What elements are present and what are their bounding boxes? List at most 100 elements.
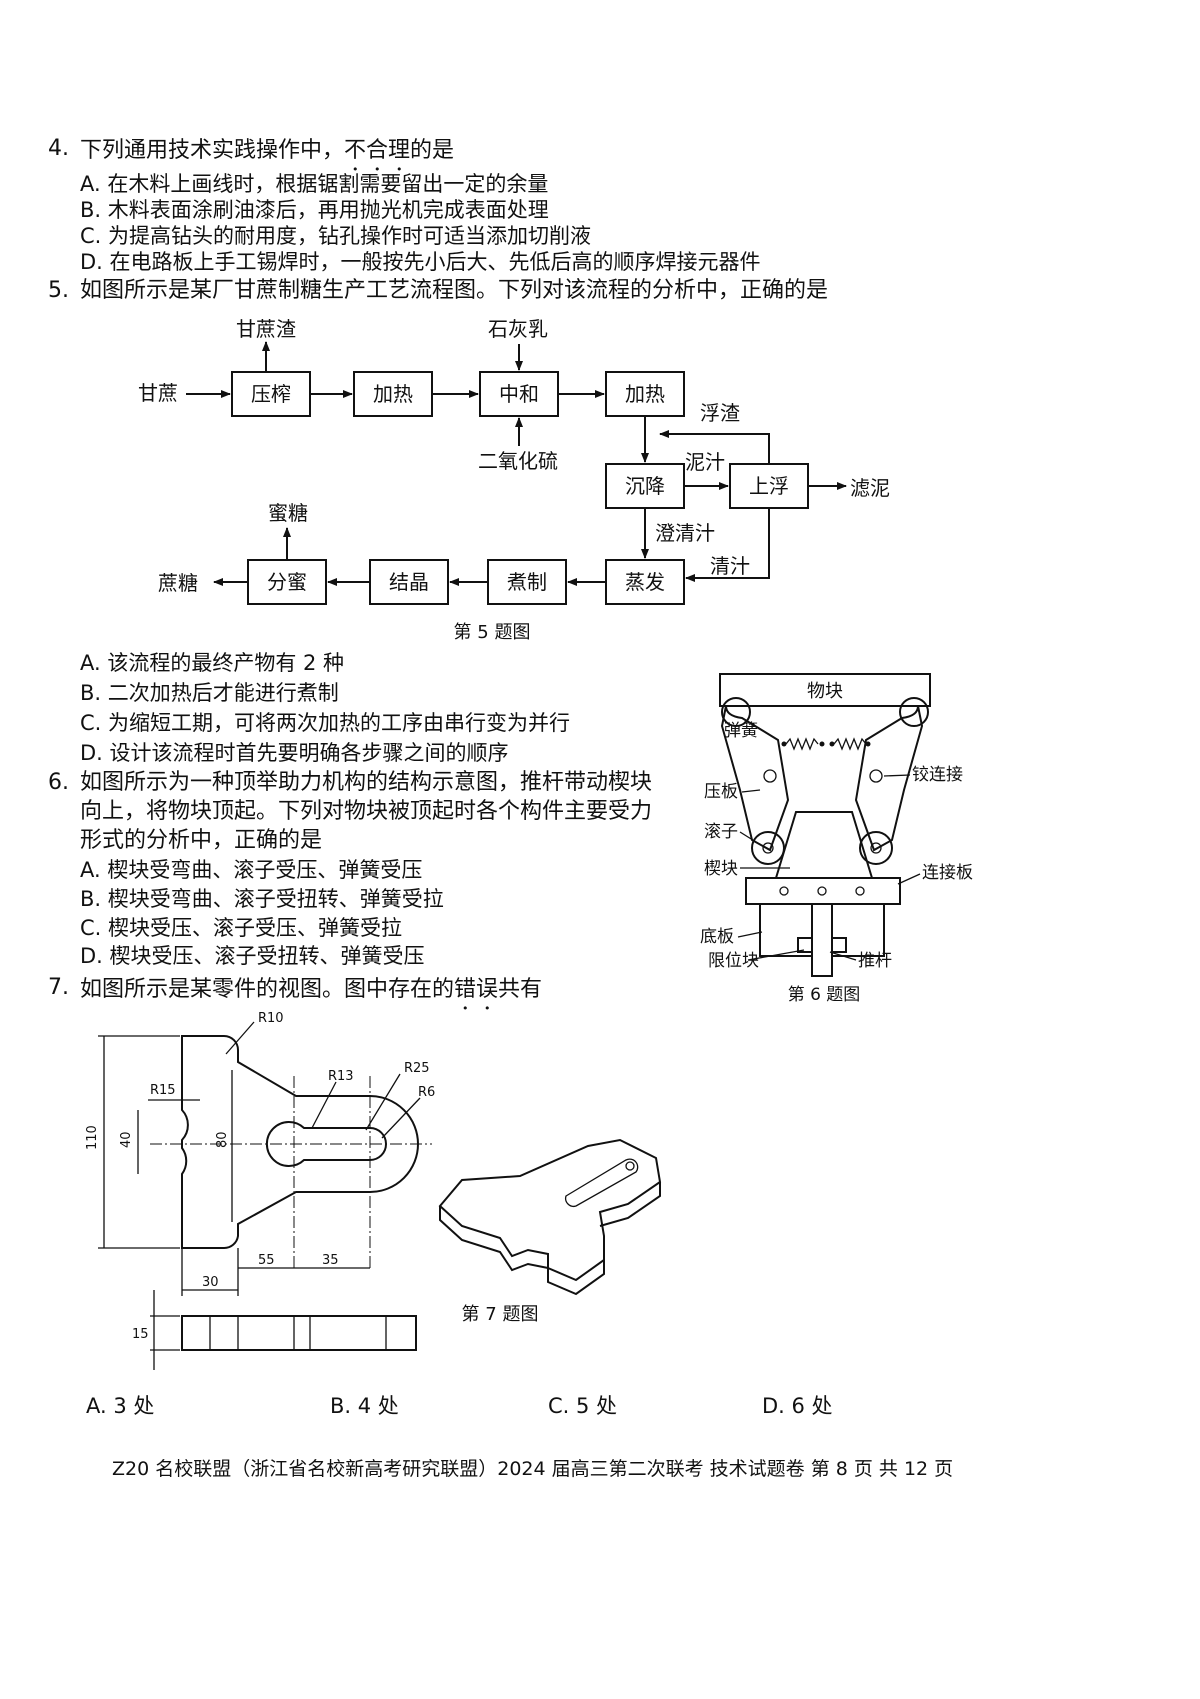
label-spring: 弹簧 [724, 721, 758, 741]
dim-15: 15 [132, 1327, 149, 1342]
flow-label-filter-mud: 滤泥 [850, 476, 890, 500]
dim-30: 30 [202, 1275, 219, 1290]
flow-box-crystallize [369, 559, 449, 605]
q7-option-a: A. 3 处 [86, 1394, 155, 1418]
q7-stem-a: 如图所示是某零件的视图。图中存在的 [80, 977, 455, 1002]
q6-stem-line-2: 向上，将物块顶起。下列对物块被顶起时各个构件主要受力 [80, 799, 653, 824]
q7-option-c: C. 5 处 [548, 1394, 618, 1418]
flow-box-evaporate-label: 蒸发 [625, 570, 665, 594]
push-rod [811, 903, 833, 977]
hinge-left [763, 769, 777, 783]
spring-left [785, 737, 819, 751]
flow-box-heat-2 [605, 371, 685, 417]
flow-label-sugarcane: 甘蔗 [138, 381, 178, 405]
q6-stem-line-3: 形式的分析中，正确的是 [80, 828, 323, 853]
label-connecting-plate: 连接板 [922, 863, 973, 883]
label-roller: 滚子 [704, 822, 738, 842]
label-hinge: 铰连接 [912, 765, 963, 785]
flow-box-heat-1-label: 加热 [373, 382, 413, 406]
q4-option-d: D. 在电路板上手工锡焊时，一般按先小后大、先低后高的顺序焊接元器件 [80, 250, 761, 274]
flow-label-clarified-juice: 澄清汁 [655, 521, 715, 545]
connecting-plate [745, 877, 901, 905]
flow-box-boil [487, 559, 567, 605]
page-footer: Z20 名校联盟（浙江省名校新高考研究联盟）2024 届高三第二次联考 技术试题… [112, 1458, 954, 1480]
q7-number: 7. [48, 975, 69, 1000]
q6-option-d: D. 楔块受压、滚子受扭转、弹簧受压 [80, 944, 425, 968]
dim-35: 35 [322, 1253, 339, 1268]
q7-stem-emphasis: 错误 [454, 977, 499, 1002]
q6-option-b: B. 楔块受弯曲、滚子受扭转、弹簧受拉 [80, 887, 444, 911]
dim-r25: R25 [404, 1061, 430, 1076]
label-base-plate: 底板 [700, 927, 734, 947]
bottom-view-outline [181, 1315, 417, 1351]
q5-option-c: C. 为缩短工期，可将两次加热的工序由串行变为并行 [80, 711, 571, 735]
flow-box-boil-label: 煮制 [507, 570, 547, 594]
flow-box-float-label: 上浮 [749, 474, 789, 498]
flow-box-crystallize-label: 结晶 [389, 570, 429, 594]
flow-box-settle-label: 沉降 [625, 474, 665, 498]
flow-box-separate-label: 分蜜 [267, 570, 307, 594]
q7-option-d: D. 6 处 [762, 1394, 833, 1418]
flow-box-evaporate [605, 559, 685, 605]
label-press-plate: 压板 [704, 782, 738, 802]
q5-option-a: A. 该流程的最终产物有 2 种 [80, 651, 345, 675]
q5-caption: 第 5 题图 [454, 622, 531, 643]
q7-part-drawing: R10 R15 R13 R25 R6 110 40 80 55 35 30 15… [85, 1011, 662, 1370]
dim-r13: R13 [328, 1069, 354, 1084]
flow-label-bagasse: 甘蔗渣 [236, 317, 296, 341]
flow-label-lime-milk: 石灰乳 [488, 317, 548, 341]
q4-number: 4. [48, 136, 69, 161]
q7-stem: 如图所示是某零件的视图。图中存在的错误共有 [80, 977, 542, 1015]
label-block: 物块 [807, 681, 843, 702]
q4-option-b: B. 木料表面涂刷油漆后，再用抛光机完成表面处理 [80, 198, 549, 222]
flow-label-so2: 二氧化硫 [478, 449, 558, 473]
q6-option-a: A. 楔块受弯曲、滚子受压、弹簧受压 [80, 858, 423, 882]
q7-caption: 第 7 题图 [462, 1304, 539, 1325]
flow-box-separate [247, 559, 327, 605]
dim-40: 40 [119, 1131, 134, 1148]
q4-stem-emphasis: 不合理 [344, 138, 411, 163]
slot-outline [265, 1121, 387, 1167]
flow-label-cane-sugar: 蔗糖 [158, 571, 198, 595]
q6-option-c: C. 楔块受压、滚子受压、弹簧受拉 [80, 916, 403, 940]
isometric-view [438, 1138, 662, 1296]
dim-80: 80 [215, 1131, 230, 1148]
block-part [719, 673, 931, 707]
q5-number: 5. [48, 278, 69, 303]
dim-55: 55 [258, 1253, 275, 1268]
wedge-part [774, 811, 874, 879]
hinge-top-right [899, 697, 929, 727]
flow-label-clear-juice: 清汁 [710, 554, 750, 578]
q4-stem-a: 下列通用技术实践操作中， [80, 138, 345, 163]
flow-label-molasses: 蜜糖 [268, 501, 308, 525]
q7-option-b: B. 4 处 [330, 1394, 399, 1418]
spring-right [833, 737, 867, 751]
q5-stem: 如图所示是某厂甘蔗制糖生产工艺流程图。下列对该流程的分析中，正确的是 [80, 278, 829, 303]
dim-r10: R10 [258, 1011, 284, 1026]
q5-flow-chart: 压榨 加热 中和 加热 沉降 上浮 蒸发 煮制 结晶 分蜜 甘蔗 甘蔗渣 石灰乳… [138, 317, 890, 643]
flow-box-neutralize-label: 中和 [499, 382, 539, 406]
label-push-rod: 推杆 [858, 951, 892, 971]
flow-box-settle [605, 463, 685, 509]
roller-right [859, 831, 893, 865]
q6-mechanism-figure: 物块 弹簧 铰连接 压板 [700, 673, 973, 1005]
dim-r15: R15 [150, 1083, 176, 1098]
flow-box-float [729, 463, 809, 509]
q6-caption: 第 6 题图 [788, 985, 861, 1005]
press-plate-left [720, 705, 790, 852]
q4-stem: 下列通用技术实践操作中，不合理的是 [80, 138, 454, 176]
q6-stem-line-1: 如图所示为一种顶举助力机构的结构示意图，推杆带动楔块 [80, 770, 653, 795]
press-plate-right [854, 705, 924, 852]
q5-option-d: D. 设计该流程时首先要明确各步骤之间的顺序 [80, 741, 509, 765]
q7-stem-b: 共有 [498, 977, 543, 1002]
dim-110: 110 [85, 1125, 100, 1150]
roller-left [751, 831, 785, 865]
flow-label-scum: 浮渣 [700, 401, 740, 425]
q4-stem-b: 的是 [410, 138, 455, 163]
flow-label-mud-juice: 泥汁 [685, 450, 725, 474]
q4-option-a: A. 在木料上画线时，根据锯割需要留出一定的余量 [80, 172, 549, 196]
q6-number: 6. [48, 770, 69, 795]
q4-option-c: C. 为提高钻头的耐用度，钻孔操作时可适当添加切削液 [80, 224, 592, 248]
main-view-outline [181, 1035, 419, 1250]
